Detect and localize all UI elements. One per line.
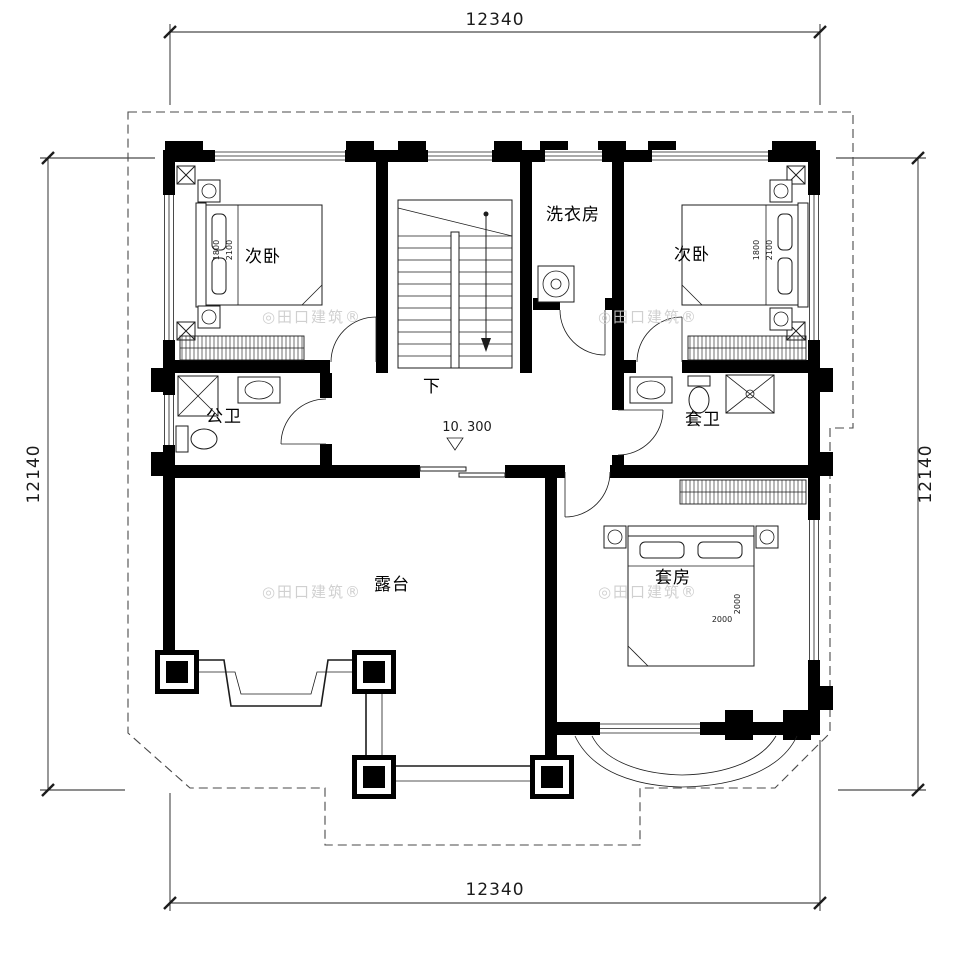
elevation-value: 10. 300: [442, 420, 492, 435]
bed-suite-dim-b: 2000: [712, 615, 732, 624]
bed-right: 1800 2100: [681, 179, 809, 331]
toilet-tank: [687, 375, 711, 387]
roof-overhang-outline: [127, 111, 854, 846]
terrace-columns: [155, 650, 574, 799]
bed-right-dim-a: 1800: [752, 240, 761, 260]
column: [155, 650, 199, 694]
washing-machine: [537, 265, 575, 303]
room-label-bath-public: 公卫: [206, 407, 242, 427]
watermark-logo: ◎田口建筑®: [262, 583, 362, 601]
room-label-bath-ensuite: 套卫: [685, 410, 721, 430]
exterior-steps: [574, 735, 798, 788]
room-labels: 次卧 洗衣房 次卧 公卫 套卫 露台 套房 下: [206, 205, 721, 595]
sink-basin: [636, 380, 666, 400]
bed-left-dim-b: 1800: [212, 240, 221, 260]
watermarks: ◎田口建筑® ◎田口建筑® ◎田口建筑® ◎田口建筑®: [262, 308, 698, 601]
dim-top-value: 12340: [465, 10, 524, 30]
dim-right-value: 12140: [916, 444, 936, 503]
dimension-left: 12140: [24, 151, 155, 797]
stair-arrow-head: [481, 338, 491, 352]
bed-suite-dim-a: 2000: [733, 594, 742, 614]
bath-ensuite-fixtures: [629, 374, 775, 414]
room-label-laundry: 洗衣房: [546, 205, 600, 225]
bed-right-dim-b: 2100: [765, 240, 774, 260]
room-label-bedroom-right: 次卧: [674, 245, 710, 265]
bed-suite: 2000 2000: [603, 525, 779, 667]
doors: [280, 309, 683, 518]
dimension-bottom: 12340: [163, 740, 827, 911]
dim-left-value: 12140: [24, 444, 44, 503]
bed-left-dim-a: 2100: [225, 240, 234, 260]
room-label-bedroom-left: 次卧: [245, 247, 281, 267]
room-label-terrace: 露台: [374, 575, 410, 595]
staircase: [397, 199, 513, 369]
dim-bottom-value: 12340: [465, 880, 524, 900]
bed-left: 2100 1800: [195, 179, 323, 329]
watermark-logo: ◎田口建筑®: [598, 583, 698, 601]
wardrobes: [179, 335, 807, 505]
watermark-logo: ◎田口建筑®: [598, 308, 698, 326]
floor-drain: [745, 389, 755, 399]
toilet-bowl: [190, 428, 218, 450]
room-label-suite: 套房: [655, 568, 691, 588]
sink-basin: [244, 380, 274, 400]
stair-down-label: 下: [423, 377, 441, 397]
laundry-fixtures: [537, 265, 575, 303]
column: [530, 755, 574, 799]
terrace-railings: [199, 659, 530, 782]
terrace-slider-panel: [458, 472, 506, 478]
toilet-bowl: [688, 386, 710, 414]
toilet-tank: [175, 425, 189, 453]
column: [352, 755, 396, 799]
walls: [151, 141, 833, 755]
watermark-logo: ◎田口建筑®: [262, 308, 362, 326]
column: [352, 650, 396, 694]
windows: [164, 151, 819, 734]
bath-public-fixtures: [175, 375, 281, 453]
terrace-slider-panel: [419, 466, 467, 472]
dimension-right: 12140: [836, 151, 936, 797]
dimension-top: 12340: [163, 10, 827, 105]
elevation-marker: 10. 300: [442, 420, 492, 451]
